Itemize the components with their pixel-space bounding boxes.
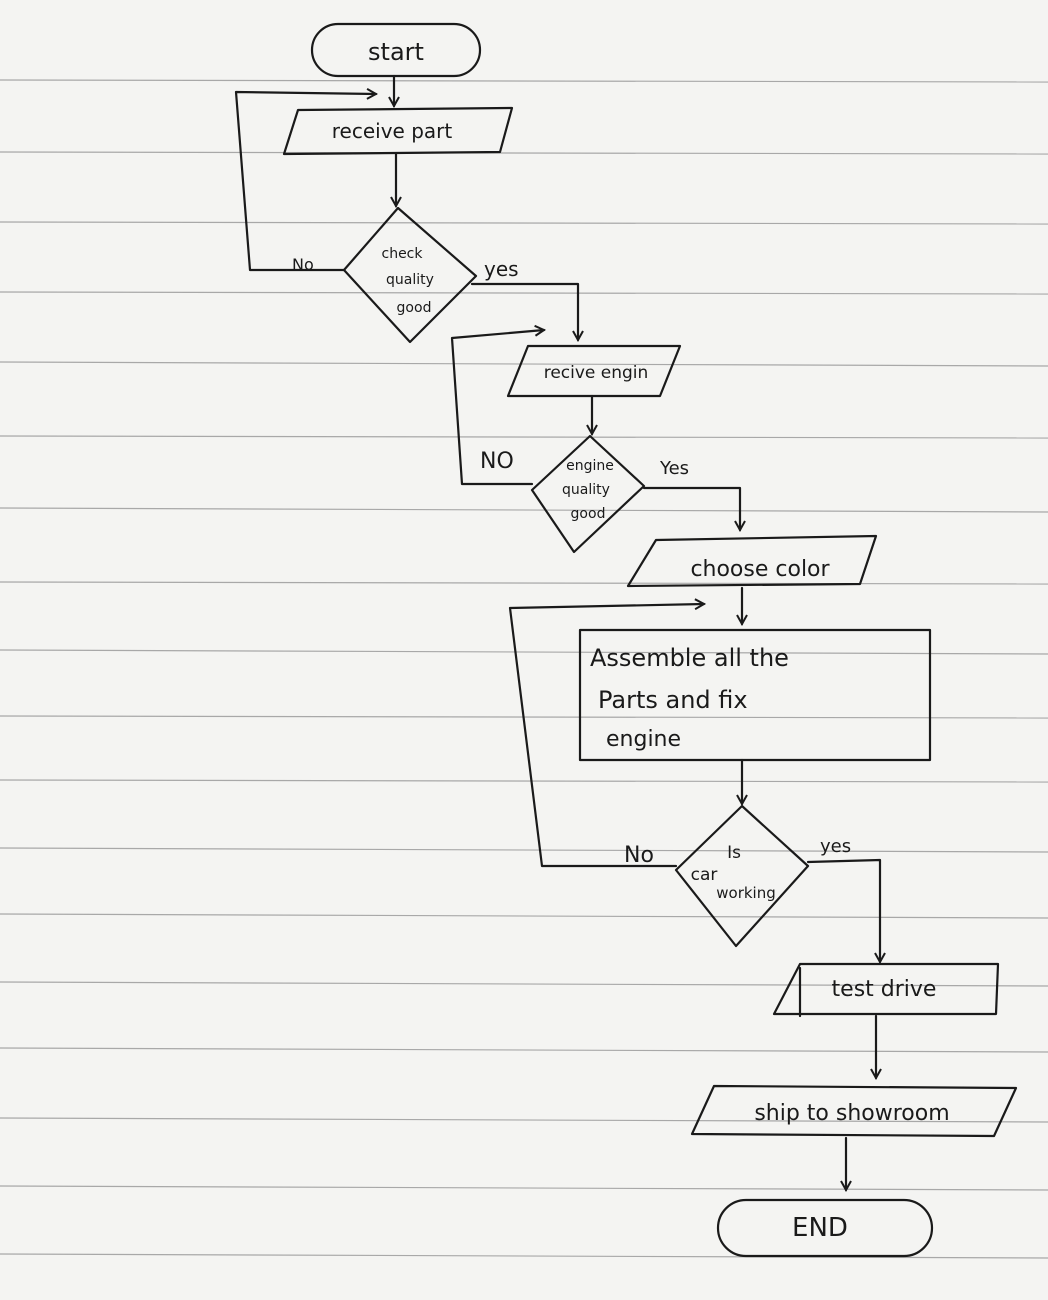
test-drive-label: test drive [832, 977, 937, 1002]
receive-part-label: receive part [332, 119, 453, 143]
start-label: start [368, 38, 424, 66]
engine-quality-line2: quality [562, 482, 610, 498]
check-quality-line3: good [397, 300, 432, 316]
check-quality-decision [342, 206, 478, 344]
yes-label-3: yes [820, 836, 851, 857]
car-working-line2: car [691, 865, 718, 885]
arrow-yes-2 [642, 486, 740, 530]
start-terminator [310, 22, 482, 78]
loop-no-2 [450, 330, 544, 486]
notebook-rules [0, 79, 1048, 1259]
test-drive-io [772, 962, 1000, 1016]
car-working-line1: Is [727, 843, 741, 863]
assemble-line1: Assemble all the [590, 644, 789, 672]
yes-label-2: Yes [659, 458, 689, 479]
no-label-3: No [624, 843, 654, 868]
end-terminator [716, 1198, 934, 1258]
receive-engine-io [506, 344, 682, 398]
engine-quality-line1: engine [566, 458, 614, 474]
car-working-decision [674, 804, 810, 948]
check-quality-line2: quality [386, 272, 434, 288]
check-quality-line1: check [382, 246, 424, 262]
choose-color-label: choose color [690, 557, 830, 582]
assemble-line3: engine [606, 727, 681, 752]
no-label-1: No [292, 255, 314, 274]
ship-label: ship to showroom [754, 1101, 949, 1126]
no-label-2: NO [480, 449, 514, 474]
ship-showroom-io [690, 1084, 1018, 1138]
engine-quality-line3: good [571, 506, 606, 522]
loop-no-1 [234, 92, 376, 272]
engine-quality-decision [530, 434, 646, 554]
arrow-yes-3 [806, 858, 880, 962]
yes-label-1: yes [484, 257, 519, 281]
car-working-line3: working [716, 884, 776, 902]
arrow-yes-1 [470, 282, 578, 340]
end-label: END [792, 1213, 848, 1243]
receive-engine-label: recive engin [544, 363, 649, 383]
choose-color-io [626, 534, 878, 588]
receive-part-io [282, 106, 514, 156]
assemble-process [578, 628, 932, 762]
loop-no-3 [508, 604, 704, 868]
assemble-line2: Parts and fix [598, 686, 748, 714]
